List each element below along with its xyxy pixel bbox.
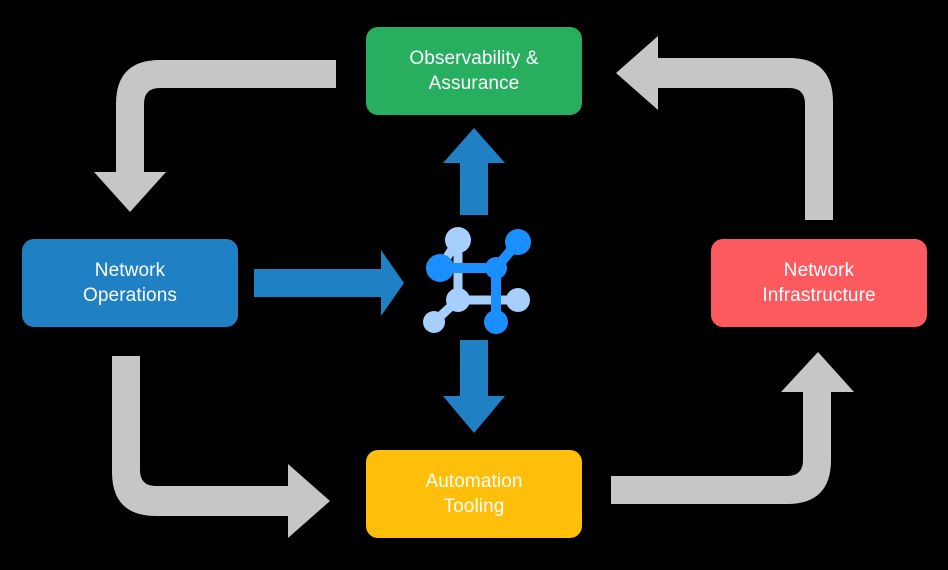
node-observability-assurance[interactable]: Observability & Assurance (366, 27, 582, 115)
node-automation-tooling[interactable]: Automation Tooling (366, 450, 582, 538)
node-infrastructure-label: Network Infrastructure (762, 259, 876, 306)
arrow-automation-to-infrastructure (611, 352, 854, 504)
node-network-operations[interactable]: Network Operations (22, 239, 238, 327)
arrow-operations-to-center (254, 250, 404, 316)
node-automation-label: Automation Tooling (425, 470, 523, 517)
node-operations-label: Network Operations (83, 259, 177, 306)
arrow-operations-to-automation (112, 356, 330, 538)
node-network-infrastructure[interactable]: Network Infrastructure (711, 239, 927, 327)
arrow-center-to-automation (443, 340, 505, 433)
arrow-center-to-observability (443, 128, 505, 215)
node-observability-label: Observability & Assurance (409, 47, 539, 94)
network-topology-icon (423, 227, 531, 334)
arrow-observability-to-operations (94, 60, 336, 212)
arrow-infrastructure-to-observability (616, 36, 833, 220)
